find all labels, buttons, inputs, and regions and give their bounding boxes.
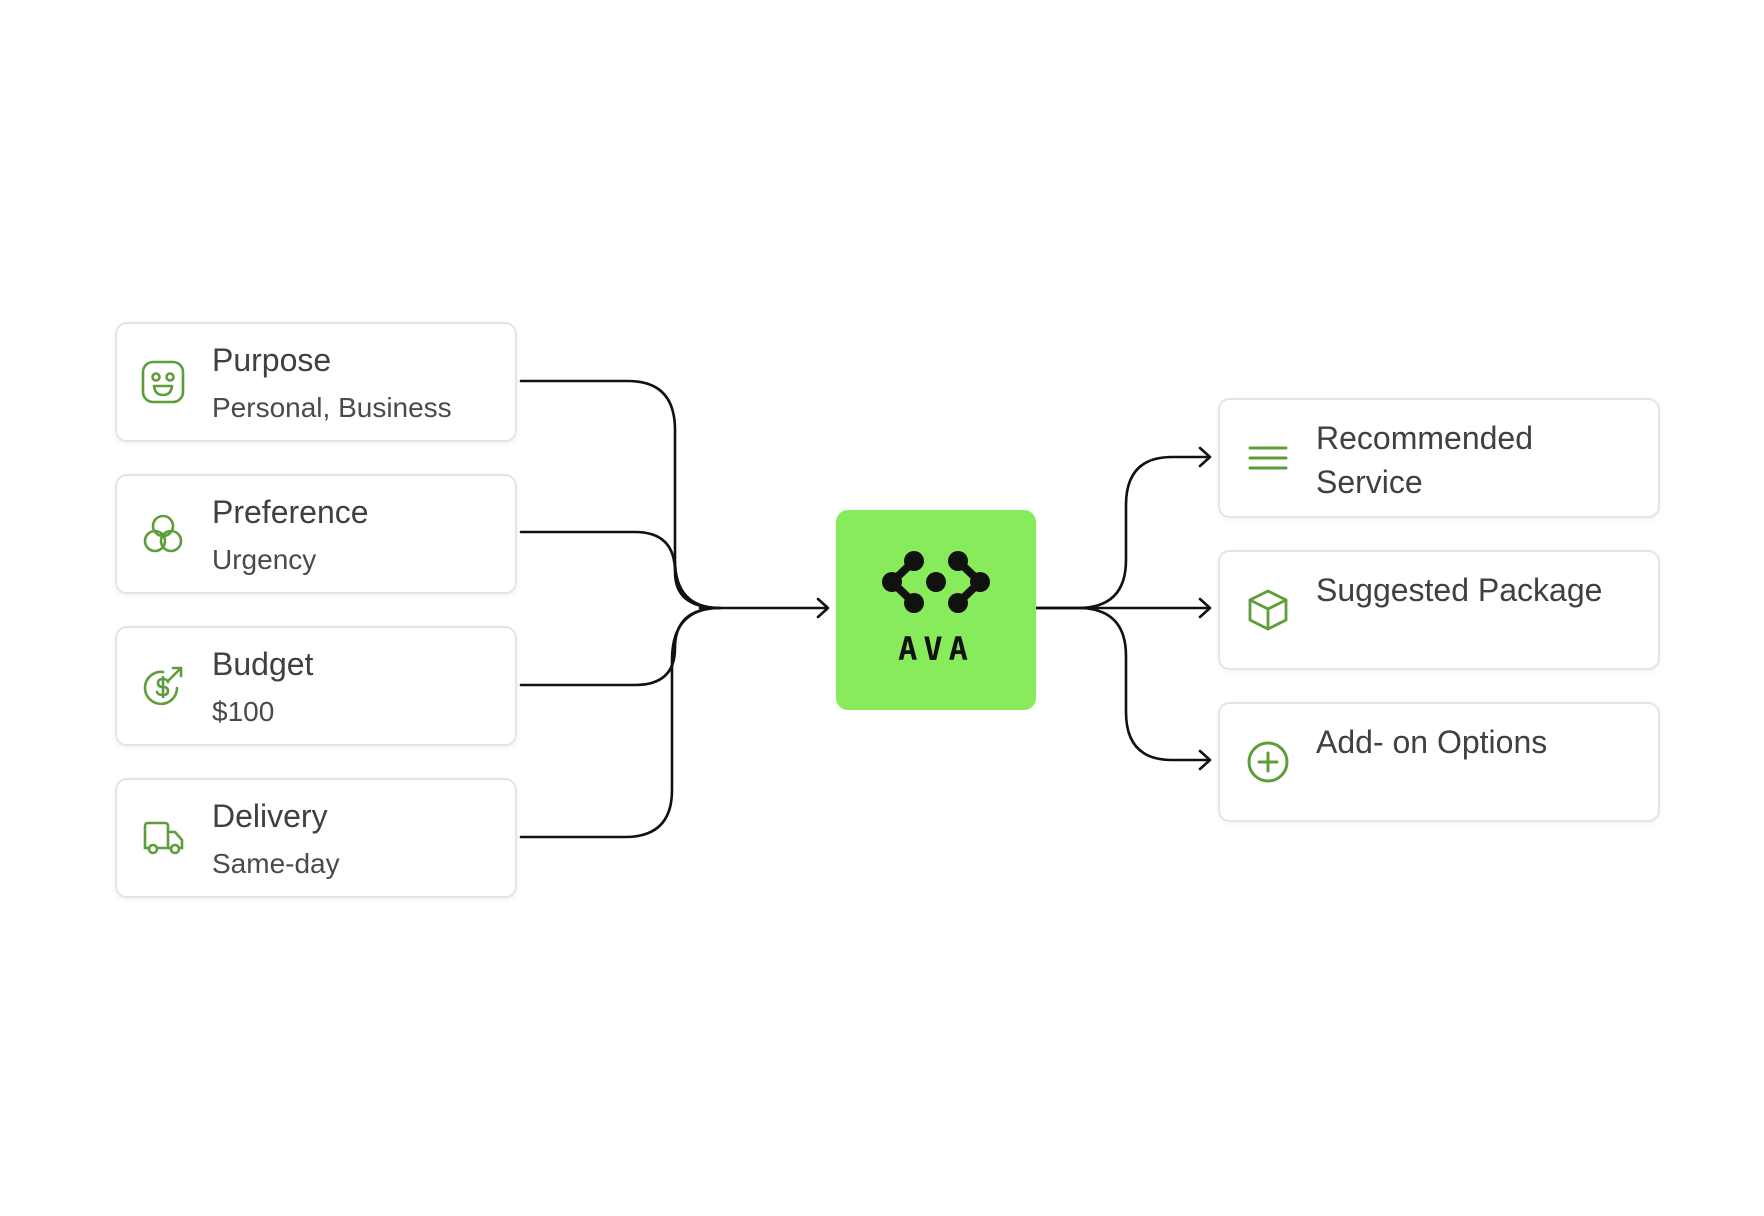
plus-circle-icon xyxy=(1244,738,1292,786)
input-value: $100 xyxy=(212,696,275,727)
output-title: Suggested Package xyxy=(1316,572,1603,608)
input-title: Delivery xyxy=(212,798,328,834)
ava-logo-icon: AVA xyxy=(882,551,990,668)
output-card-add-on-options: Add- on Options xyxy=(1218,702,1660,822)
input-card-preference: Preference Urgency xyxy=(115,474,517,594)
connector-preference xyxy=(519,530,722,610)
connector-recommended xyxy=(1034,455,1210,610)
output-card-recommended-service: Recommended Service xyxy=(1218,398,1660,518)
truck-icon xyxy=(139,814,187,862)
three-circles-icon xyxy=(139,510,187,558)
dollar-growth-icon xyxy=(139,662,187,710)
output-card-suggested-package: Suggested Package xyxy=(1218,550,1660,670)
connector-delivery xyxy=(519,606,722,839)
connector-budget xyxy=(519,606,722,687)
connector-addon xyxy=(1034,606,1210,762)
input-card-purpose: Purpose Personal, Business xyxy=(115,322,517,442)
input-value: Personal, Business xyxy=(212,392,452,423)
ava-logo-text: AVA xyxy=(898,630,974,668)
connector-purpose xyxy=(519,379,722,610)
arrowhead-hub xyxy=(816,597,830,619)
ava-hub: AVA xyxy=(836,510,1036,710)
input-card-delivery: Delivery Same-day xyxy=(115,778,517,898)
box-icon xyxy=(1244,586,1292,634)
output-title: Recommended Service xyxy=(1316,420,1533,500)
arrowhead-suggested xyxy=(1198,597,1212,619)
arrowhead-addon xyxy=(1198,749,1212,771)
input-value: Same-day xyxy=(212,848,340,879)
input-title: Purpose xyxy=(212,342,332,378)
input-card-budget: Budget $100 xyxy=(115,626,517,746)
input-title: Budget xyxy=(212,646,314,682)
output-title: Add- on Options xyxy=(1316,724,1548,760)
input-value: Urgency xyxy=(212,544,317,575)
arrowhead-recommended xyxy=(1198,446,1212,468)
menu-lines-icon xyxy=(1244,434,1292,482)
smiley-face-icon xyxy=(139,358,187,406)
input-title: Preference xyxy=(212,494,369,530)
